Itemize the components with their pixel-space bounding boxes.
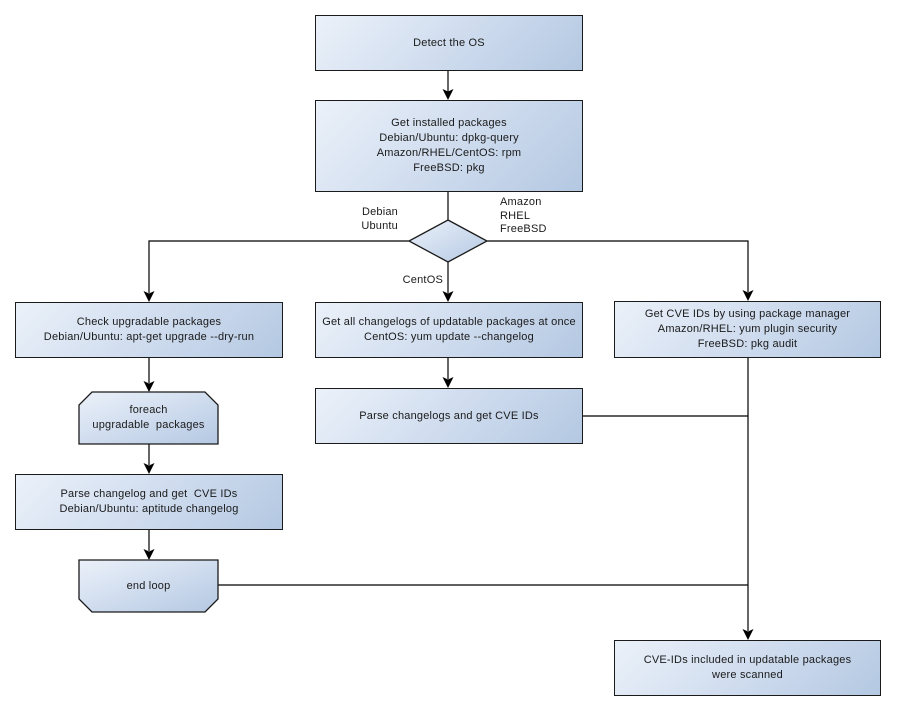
edge-label-centos: CentOS xyxy=(402,274,443,286)
node-get-all-changelogs: Get all changelogs of updatable packages… xyxy=(315,302,583,358)
edge-label-amazon-rhel-freebsd: Amazon RHEL FreeBSD xyxy=(500,196,547,235)
edge-decision-to-get-cve-ids xyxy=(487,240,749,292)
foreach-loop-shape xyxy=(78,391,219,445)
node-parse-changelog-get-cve-ids-label: Parse changelog and get CVE IDs Debian/U… xyxy=(59,488,239,515)
node-get-cve-ids-package-manager: Get CVE IDs by using package manager Ama… xyxy=(614,301,881,358)
arrowhead-get-changelogs xyxy=(442,291,454,302)
arrowhead-end-loop xyxy=(143,549,155,560)
edge-decision-to-check-upgradable xyxy=(148,240,409,293)
end-loop-label: end loop xyxy=(126,579,171,592)
node-detect-os: Detect the OS xyxy=(315,15,583,71)
arrowhead-foreach xyxy=(143,381,155,392)
end-loop-shape xyxy=(78,559,219,613)
node-parse-changelog-get-cve-ids: Parse changelog and get CVE IDs Debian/U… xyxy=(15,474,283,530)
arrowhead-scanned xyxy=(742,629,754,640)
node-get-all-changelogs-label: Get all changelogs of updatable packages… xyxy=(322,316,576,343)
arrowhead-parse-changelog xyxy=(143,463,155,474)
foreach-loop-label: foreach upgradable packages xyxy=(92,404,205,431)
edge-label-debian-ubuntu: Debian Ubuntu xyxy=(361,206,398,232)
node-get-cve-ids-package-manager-label: Get CVE IDs by using package manager Ama… xyxy=(644,308,851,350)
node-parse-changelogs-get-cve-ids: Parse changelogs and get CVE IDs xyxy=(315,388,583,444)
arrowhead-check-upgradable xyxy=(143,291,155,302)
node-get-installed-packages: Get installed packages Debian/Ubuntu: dp… xyxy=(315,100,583,192)
end-loop-label-wrap: end loop xyxy=(79,560,218,612)
arrowhead-get-cve-ids xyxy=(742,290,754,301)
node-get-installed-packages-label: Get installed packages Debian/Ubuntu: dp… xyxy=(376,117,522,174)
node-cve-ids-scanned: CVE-IDs included in updatable packages w… xyxy=(614,640,881,696)
decision-diamond xyxy=(407,219,489,263)
node-parse-changelogs-get-cve-ids-label: Parse changelogs and get CVE IDs xyxy=(359,409,539,422)
foreach-loop-label-wrap: foreach upgradable packages xyxy=(79,392,218,444)
arrowhead-parse-changelogs xyxy=(442,377,454,388)
node-detect-os-label: Detect the OS xyxy=(413,36,485,49)
node-check-upgradable-packages: Check upgradable packages Debian/Ubuntu:… xyxy=(15,302,283,358)
node-check-upgradable-packages-label: Check upgradable packages Debian/Ubuntu:… xyxy=(43,316,255,343)
node-cve-ids-scanned-label: CVE-IDs included in updatable packages w… xyxy=(643,654,852,681)
arrowhead-installed xyxy=(442,89,454,100)
